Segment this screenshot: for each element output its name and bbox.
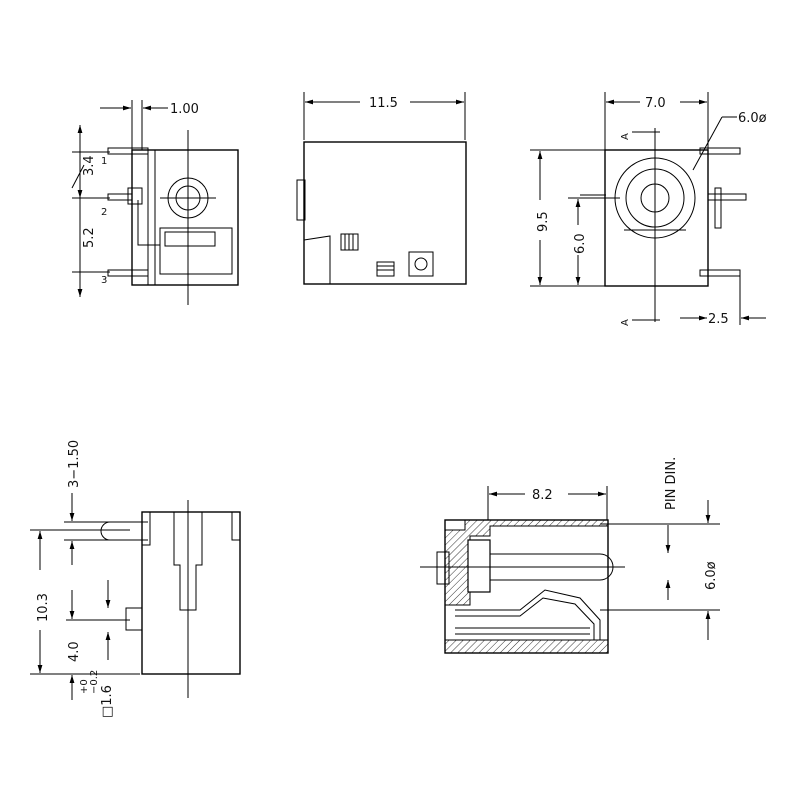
ground-wire <box>137 200 160 246</box>
center-pin-base <box>467 539 491 593</box>
mount-hole <box>414 257 428 271</box>
leader-line <box>692 116 723 171</box>
pin-label-3: 3 <box>101 275 107 286</box>
pin-din-label: PIN DIN. <box>664 457 679 510</box>
dim-5-2: 5.2 <box>82 227 97 248</box>
dim-tol-minus: −0.2 <box>89 670 100 694</box>
tab <box>436 551 450 585</box>
inner-slot <box>159 227 233 275</box>
connector-body <box>131 149 239 286</box>
pin-side-body <box>141 511 241 675</box>
dim-3-4: 3.4 <box>82 155 97 176</box>
dim-6-0: 6.0 <box>573 233 588 254</box>
pin-tab <box>714 187 722 229</box>
hatched-shell <box>444 519 609 606</box>
tab <box>296 179 306 221</box>
dim-3-1-50: 3−1.50 <box>67 440 82 488</box>
spring-contact <box>455 589 601 640</box>
hatched-base <box>444 639 609 654</box>
dim-6-0-bore: 6.0ø <box>704 561 719 590</box>
dim-1-00: 1.00 <box>170 102 199 117</box>
dim-2-5: 2.5 <box>708 312 729 327</box>
pin-1 <box>699 147 741 155</box>
dim-7-0: 7.0 <box>645 96 666 111</box>
pin-2 <box>707 193 747 201</box>
section-a-bottom: A <box>620 319 631 326</box>
section-a-top: A <box>620 133 631 140</box>
front-view: 7.0 6.0ø 9.5 6.0 A A <box>530 92 767 327</box>
top-body <box>303 141 467 285</box>
contact-spring <box>164 231 216 247</box>
dim-9-5: 9.5 <box>536 211 551 232</box>
front-body <box>604 149 709 287</box>
side-view: 1.00 3.4 5.2 1 2 3 <box>71 100 239 305</box>
pin-label-2: 2 <box>101 207 107 218</box>
pin-tab <box>127 187 143 205</box>
mount-pad <box>408 251 434 277</box>
dim-1-6: □1.6 <box>100 685 115 718</box>
dim-6-0-dia: 6.0ø <box>738 111 767 126</box>
pin-3 <box>107 269 149 277</box>
pin-outline <box>303 235 331 284</box>
small-pin <box>125 607 143 631</box>
contact-pad <box>376 261 395 277</box>
pin-3 <box>699 269 741 277</box>
round-pin <box>100 521 148 541</box>
pin-label-1: 1 <box>101 156 107 167</box>
dim-4-0: 4.0 <box>67 641 82 662</box>
dim-8-2: 8.2 <box>532 488 553 503</box>
leader-line <box>71 164 85 189</box>
pin-side-view: 3−1.50 10.3 4.0 +0 −0.2 □1.6 <box>30 440 241 718</box>
top-view: 11.5 <box>296 92 467 285</box>
dim-tol-plus: +0 <box>79 679 90 694</box>
dim-11-5: 11.5 <box>369 96 398 111</box>
section-view: 8.2 PIN DIN. 6.0ø <box>420 457 720 654</box>
dim-10-3: 10.3 <box>36 593 51 622</box>
